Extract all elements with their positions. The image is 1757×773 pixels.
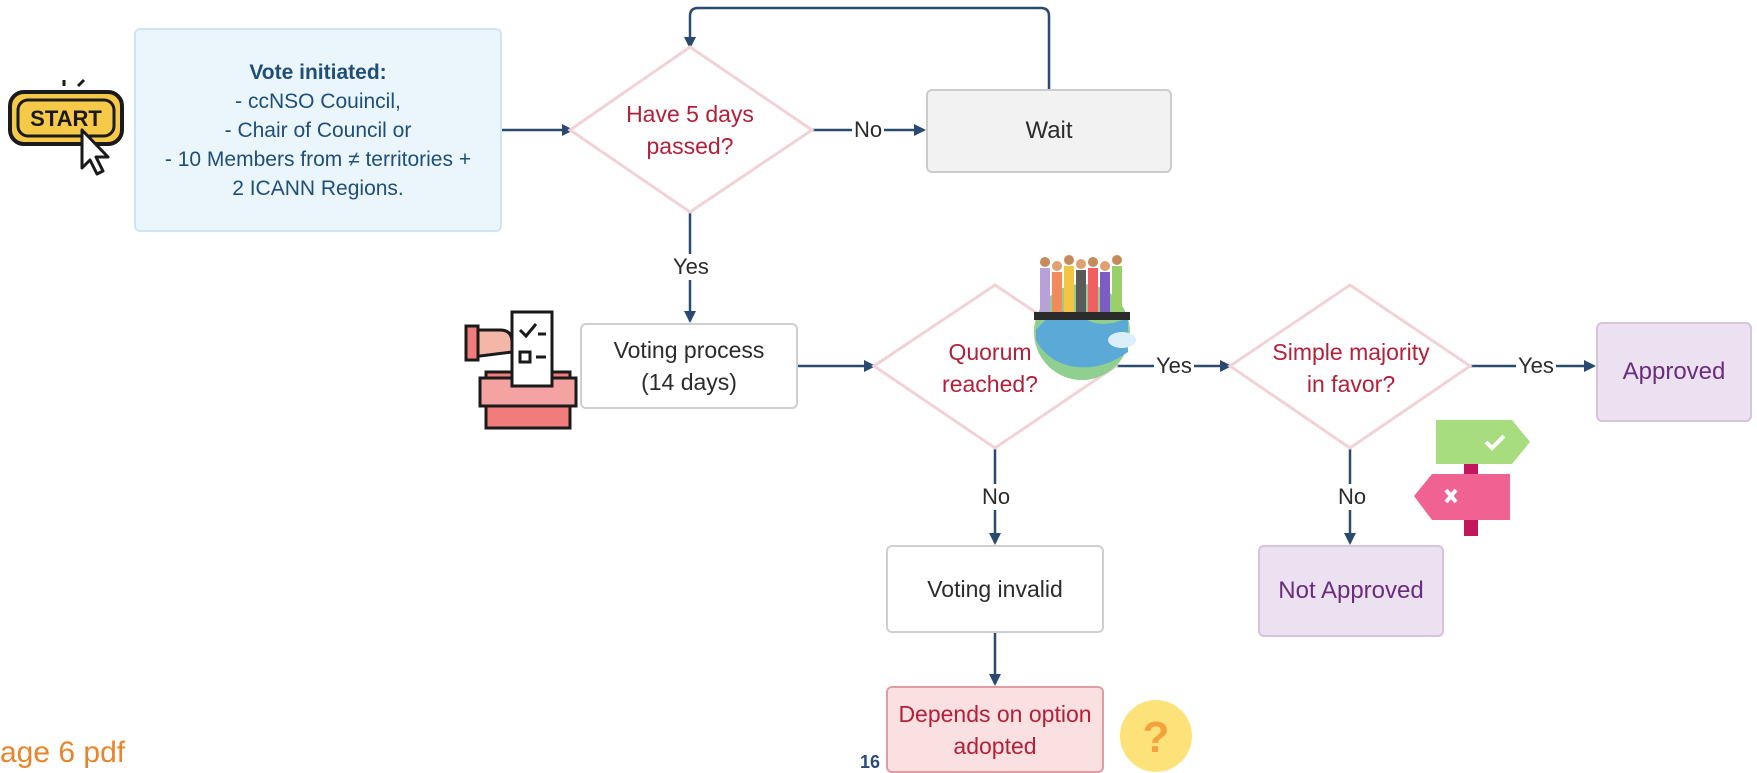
start-icon-label: START [30, 106, 102, 131]
decision-quorum-line-1: Quorum [948, 339, 1032, 365]
voting-process-line-1: Voting process [613, 337, 765, 363]
decision-quorum-label: Quorum reached? [920, 336, 1060, 400]
wait-box: Wait [926, 89, 1172, 173]
globe-crowd-icon [1034, 255, 1136, 380]
decision-majority-label: Simple majority in favor? [1256, 336, 1446, 400]
not-approved-box: Not Approved [1258, 545, 1444, 637]
ballot-box-icon [464, 310, 578, 430]
vote-initiated-line-2: - Chair of Council or [224, 118, 412, 142]
question-icon-label: ? [1143, 713, 1170, 762]
depends-on-option-box: Depends on option adopted [886, 686, 1104, 773]
decision-majority-line-1: Simple majority [1272, 339, 1430, 365]
decision-five-days-diamond [567, 45, 815, 214]
edge-label-yes-voting: Yes [671, 254, 711, 280]
approved-box: Approved [1596, 322, 1752, 422]
decision-majority-line-2: in favor? [1306, 371, 1396, 397]
voting-process-line-2: (14 days) [641, 369, 737, 395]
vote-initiated-line-4: 2 ICANN Regions. [232, 176, 404, 200]
vote-initiated-title: Vote initiated: [249, 60, 387, 84]
decision-five-days-label: Have 5 days passed? [600, 98, 780, 162]
vote-initiated-box: Vote initiated: - ccNSO Couincil, - Chai… [134, 28, 502, 232]
depends-line-1: Depends on option [898, 700, 1092, 727]
vote-initiated-line-3: - 10 Members from ≠ territories + [164, 147, 472, 171]
voting-process-box: Voting process (14 days) [580, 323, 798, 409]
question-icon: ? [1120, 700, 1192, 772]
edge-label-no-wait: No [852, 117, 885, 143]
edge-label-no-invalid: No [980, 484, 1013, 510]
decision-majority-diamond [1227, 283, 1473, 450]
signpost-icon [1414, 420, 1530, 536]
edge-label-yes-majority: Yes [1154, 353, 1194, 379]
edge-label-no-not-approved: No [1336, 484, 1369, 510]
vote-initiated-line-1: - ccNSO Couincil, [235, 89, 401, 113]
edge-label-yes-approved: Yes [1516, 353, 1556, 379]
depends-line-2: adopted [953, 732, 1037, 759]
decision-quorum-line-2: reached? [942, 371, 1038, 397]
decision-five-days-line-1: Have 5 days [626, 101, 754, 127]
voting-invalid-box: Voting invalid [886, 545, 1104, 633]
page-number: 16 [860, 752, 881, 772]
start-icon: START [8, 78, 124, 176]
decision-five-days-line-2: passed? [646, 133, 734, 159]
edge-wait-loop-back [684, 6, 1051, 89]
footer-page-reference: age 6 pdf [0, 736, 126, 769]
